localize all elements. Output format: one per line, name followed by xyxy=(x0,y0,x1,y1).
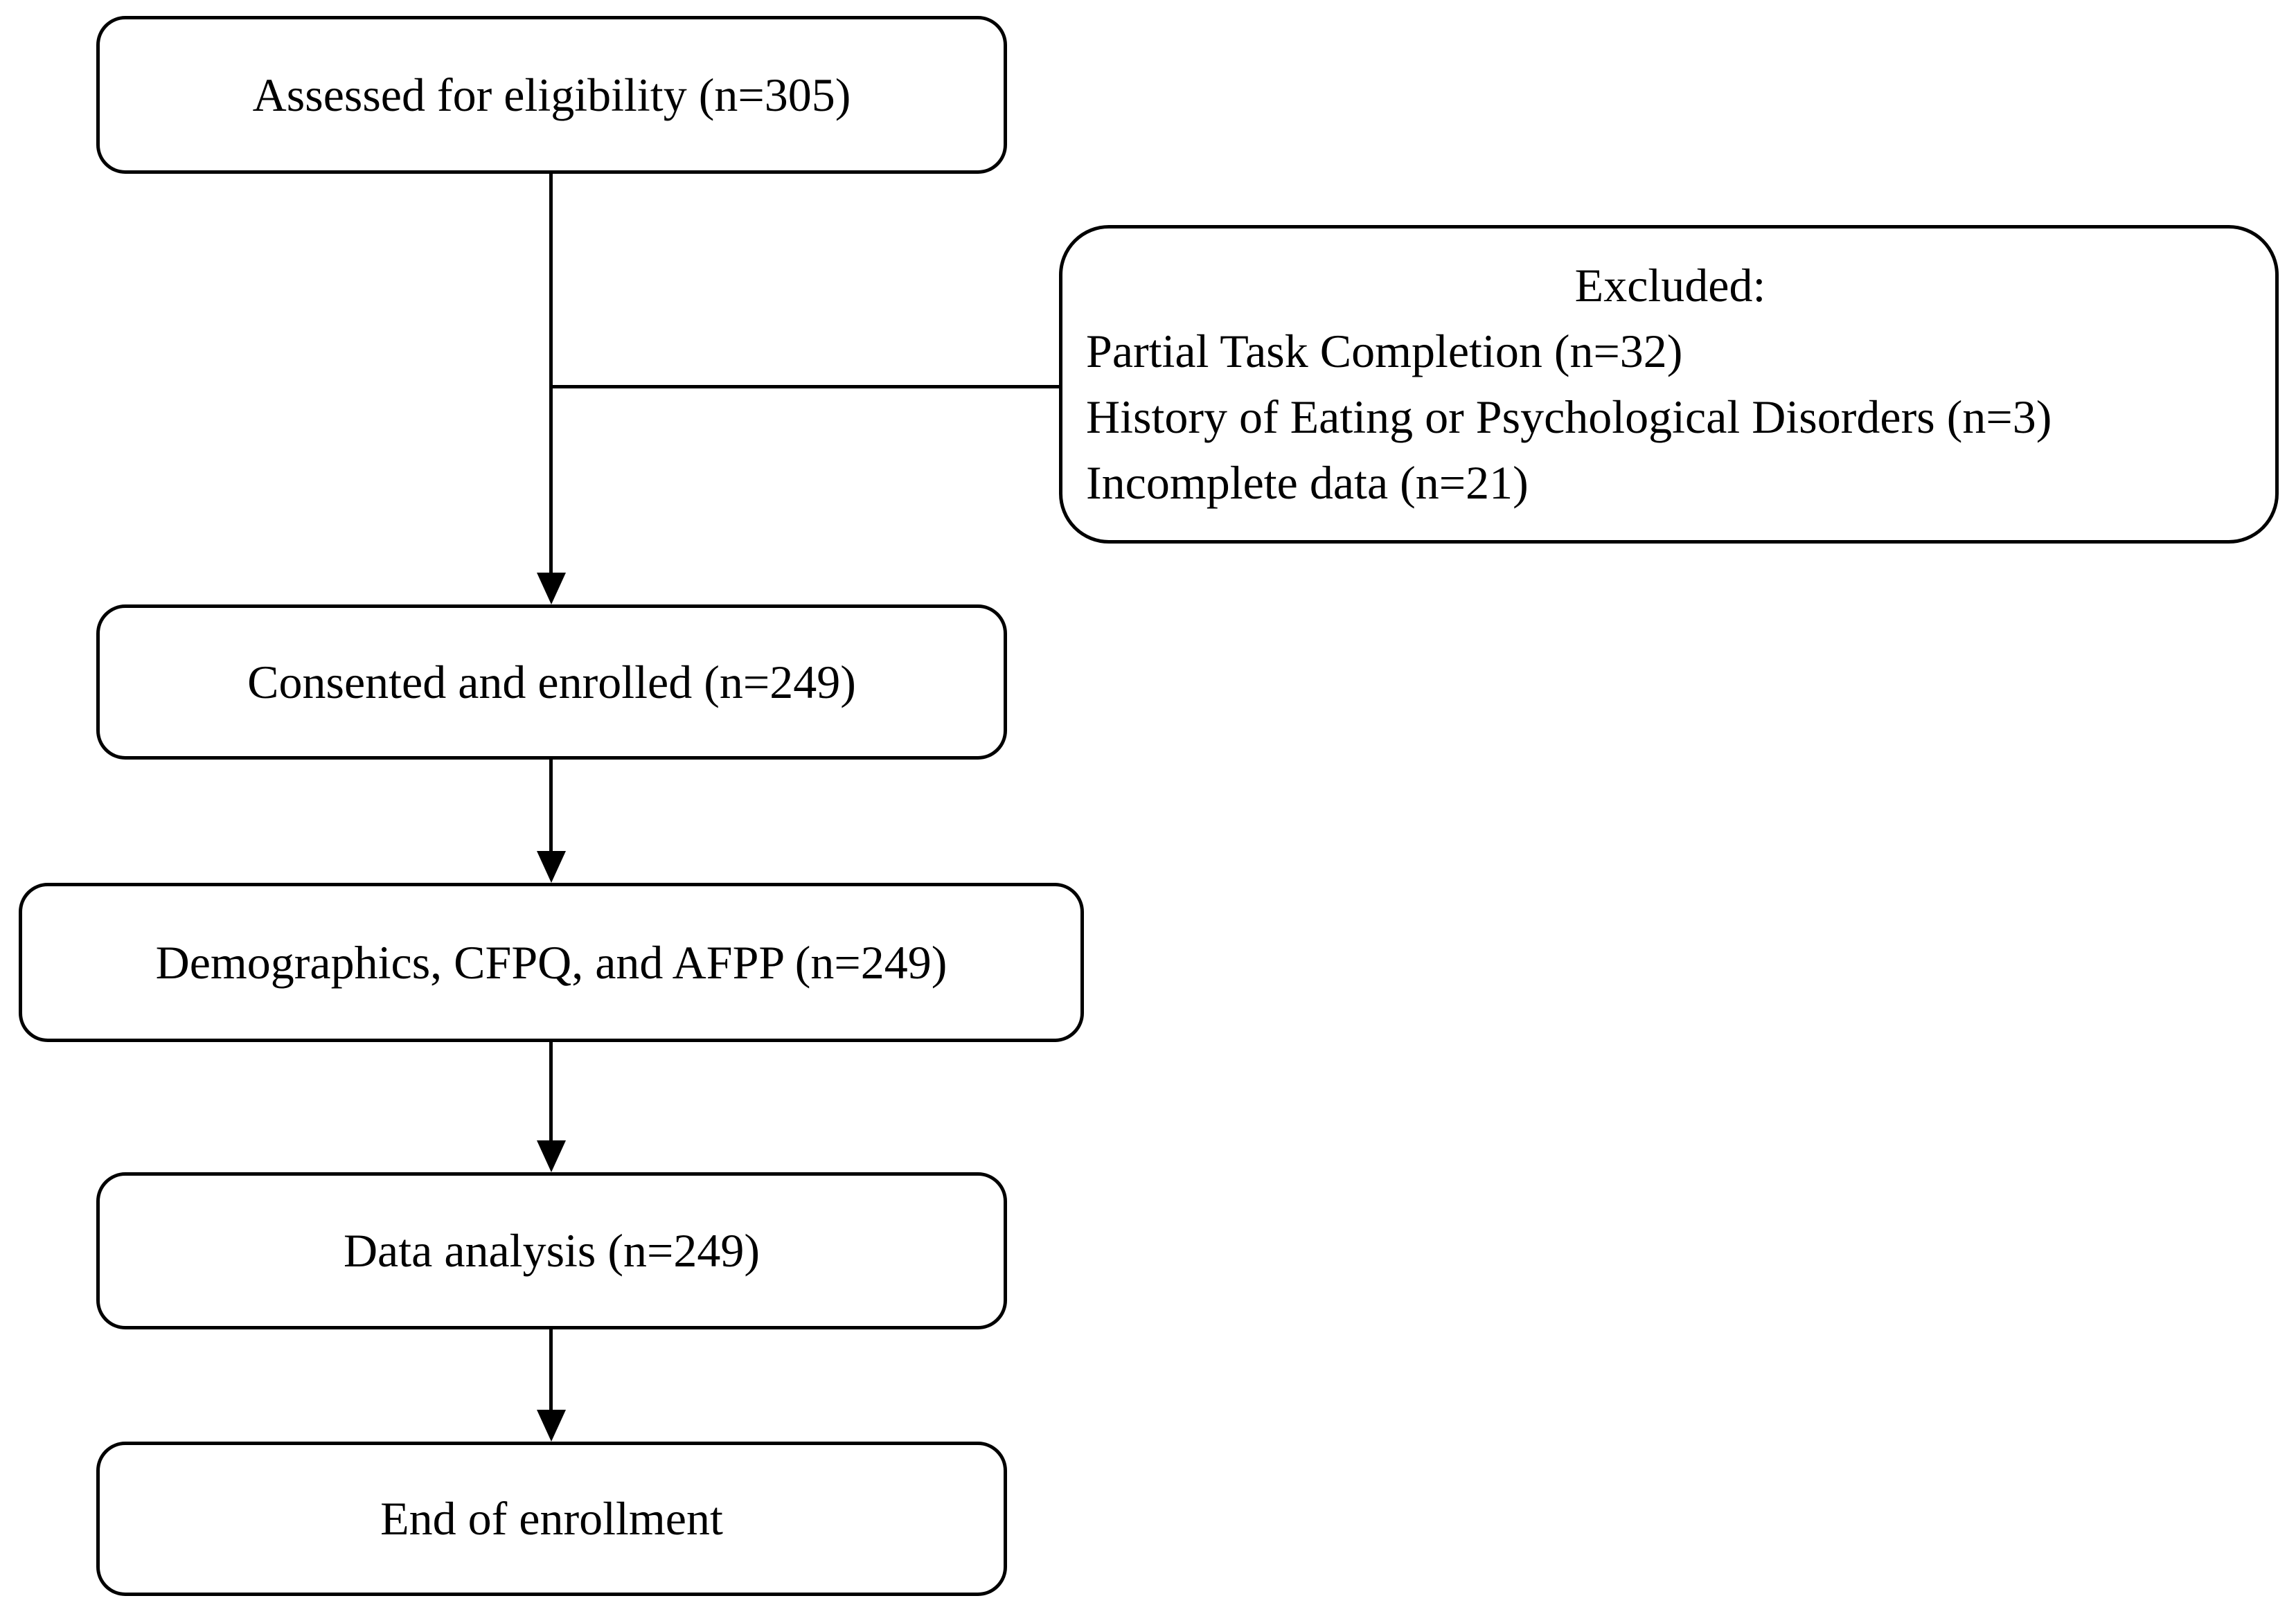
excluded-item-partial-task-completion: Partial Task Completion (n=32) xyxy=(1086,325,1683,377)
box-assessed-for-eligibility: Assessed for eligibility (n=305) xyxy=(96,16,1007,174)
excluded-item-incomplete-data: Incomplete data (n=21) xyxy=(1086,456,1529,509)
box-data-analysis: Data analysis (n=249) xyxy=(96,1172,1007,1329)
connector-measures-to-analysis xyxy=(549,1042,553,1143)
box-measures-label: Demographics, CFPQ, and AFPP (n=249) xyxy=(155,935,947,989)
connector-branch-to-excluded xyxy=(551,385,1060,388)
box-demographics-cfpq-afpp: Demographics, CFPQ, and AFPP (n=249) xyxy=(19,883,1084,1042)
arrowhead-to-end-icon xyxy=(537,1410,566,1442)
connector-analysis-to-end xyxy=(549,1329,553,1413)
excluded-item-history-disorders: History of Eating or Psychological Disor… xyxy=(1086,391,2052,443)
connector-eligibility-to-consented xyxy=(549,173,553,574)
box-consented-label: Consented and enrolled (n=249) xyxy=(247,655,856,708)
box-excluded: Excluded: Partial Task Completion (n=32)… xyxy=(1059,225,2279,544)
box-end-of-enrollment: End of enrollment xyxy=(96,1442,1007,1596)
connector-consented-to-measures xyxy=(549,760,553,854)
box-consented-and-enrolled: Consented and enrolled (n=249) xyxy=(96,604,1007,760)
box-assessed-label: Assessed for eligibility (n=305) xyxy=(252,68,851,121)
box-end-label: End of enrollment xyxy=(380,1492,723,1545)
box-analysis-label: Data analysis (n=249) xyxy=(343,1224,760,1277)
arrowhead-to-consented-icon xyxy=(537,573,566,604)
arrowhead-to-analysis-icon xyxy=(537,1140,566,1172)
excluded-title: Excluded: xyxy=(1574,259,1766,312)
arrowhead-to-measures-icon xyxy=(537,851,566,883)
